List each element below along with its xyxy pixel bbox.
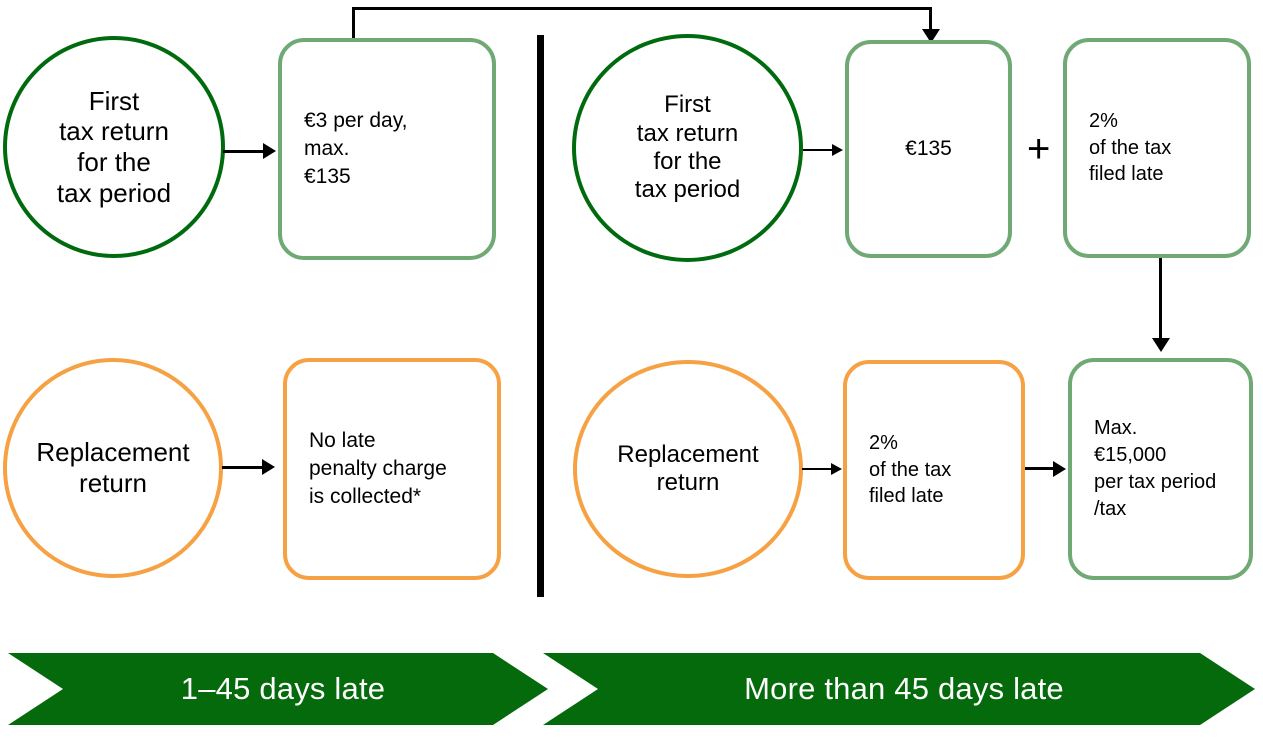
arrow-right-row2-line <box>802 468 835 470</box>
box-line: is collected* <box>309 485 422 509</box>
banner-more-than-45-days-late[interactable]: More than 45 days late <box>543 653 1255 725</box>
box-line: /tax <box>1094 497 1127 520</box>
circle-line: Replacement <box>617 440 759 468</box>
no-late-penalty-box[interactable]: No late penalty charge is collected* <box>283 358 501 580</box>
circle-line: return <box>79 468 147 498</box>
circle-line: tax return <box>59 116 169 147</box>
right-2pct-bottom-box[interactable]: 2% of the tax filed late <box>843 360 1025 580</box>
right-2pct-top-label: 2% of the tax filed late <box>1067 108 1171 188</box>
arrow-right-row2b-line <box>1025 467 1055 470</box>
left-3-per-day-label: €3 per day, max. €135 <box>282 107 408 191</box>
plus-glyph: + <box>1027 127 1051 171</box>
connector-top-left-riser <box>352 7 355 40</box>
arrow-right-row2-head-icon <box>831 463 842 475</box>
arrow-left-row2-line <box>222 466 264 469</box>
connector-top-right-drop <box>929 7 932 31</box>
connector-top-arrowhead-icon <box>922 29 940 43</box>
circle-line: First <box>664 91 711 119</box>
left-3-per-day-box[interactable]: €3 per day, max. €135 <box>278 38 496 260</box>
arrow-right-row1-head-icon <box>832 144 843 156</box>
no-late-penalty-label: No late penalty charge is collected* <box>287 427 447 511</box>
box-line: filed late <box>1089 163 1164 186</box>
right-2pct-bottom-label: 2% of the tax filed late <box>847 430 951 510</box>
right-replacement-return-circle[interactable]: Replacement return <box>573 360 803 578</box>
circle-line: First <box>88 85 140 116</box>
box-line: filed late <box>869 485 944 508</box>
left-replacement-return-circle[interactable]: Replacement return <box>3 358 223 578</box>
arrow-left-row1-line <box>223 150 265 153</box>
banner-left-label: 1–45 days late <box>180 671 386 706</box>
arrow-left-row1-head-icon <box>263 143 276 159</box>
right-replacement-return-label: Replacement return <box>617 441 758 498</box>
circle-line: Replacement <box>36 437 190 468</box>
connector-2pct-to-max-arrowhead-icon <box>1152 338 1170 352</box>
panel-divider <box>537 35 544 597</box>
plus-symbol: + <box>1027 129 1050 169</box>
box-line: max. <box>304 136 350 160</box>
banner-right-label: More than 45 days late <box>744 671 1064 706</box>
left-replacement-return-label: Replacement return <box>36 437 189 498</box>
connector-top-horizontal <box>352 7 932 10</box>
circle-line: return <box>656 469 720 496</box>
circle-line: tax return <box>636 119 739 147</box>
box-line: €15,000 <box>1094 444 1167 467</box>
box-line: of the tax <box>869 458 952 481</box>
circle-line: for the <box>653 148 722 175</box>
box-line: €135 <box>905 136 952 160</box>
box-line: €3 per day, <box>304 108 408 132</box>
right-2pct-top-box[interactable]: 2% of the tax filed late <box>1063 38 1251 258</box>
box-line: of the tax <box>1089 136 1172 159</box>
circle-line: tax period <box>56 177 172 208</box>
circle-line: tax period <box>634 176 741 204</box>
box-line: €135 <box>304 165 351 189</box>
left-first-tax-return-label: First tax return for the tax period <box>57 86 171 209</box>
arrow-right-row2b-head-icon <box>1053 461 1066 477</box>
box-line: 2% <box>869 431 898 454</box>
box-line: Max. <box>1094 417 1138 440</box>
box-line: No late <box>309 428 376 452</box>
right-135-label: €135 <box>905 135 952 163</box>
right-max-label: Max. €15,000 per tax period /tax <box>1072 415 1216 522</box>
box-line: penalty charge <box>309 456 447 480</box>
circle-line: for the <box>77 147 151 177</box>
box-line: 2% <box>1089 109 1118 132</box>
left-first-tax-return-circle[interactable]: First tax return for the tax period <box>3 36 225 258</box>
arrow-left-row2-head-icon <box>262 459 275 475</box>
right-135-box[interactable]: €135 <box>845 40 1012 258</box>
right-max-box[interactable]: Max. €15,000 per tax period /tax <box>1068 358 1253 580</box>
connector-2pct-to-max-line <box>1159 258 1162 340</box>
arrow-right-row1-line <box>803 149 836 151</box>
right-first-tax-return-label: First tax return for the tax period <box>635 91 740 204</box>
right-first-tax-return-circle[interactable]: First tax return for the tax period <box>572 34 803 262</box>
banner-1-45-days-late[interactable]: 1–45 days late <box>8 653 548 725</box>
box-line: per tax period <box>1094 471 1217 493</box>
